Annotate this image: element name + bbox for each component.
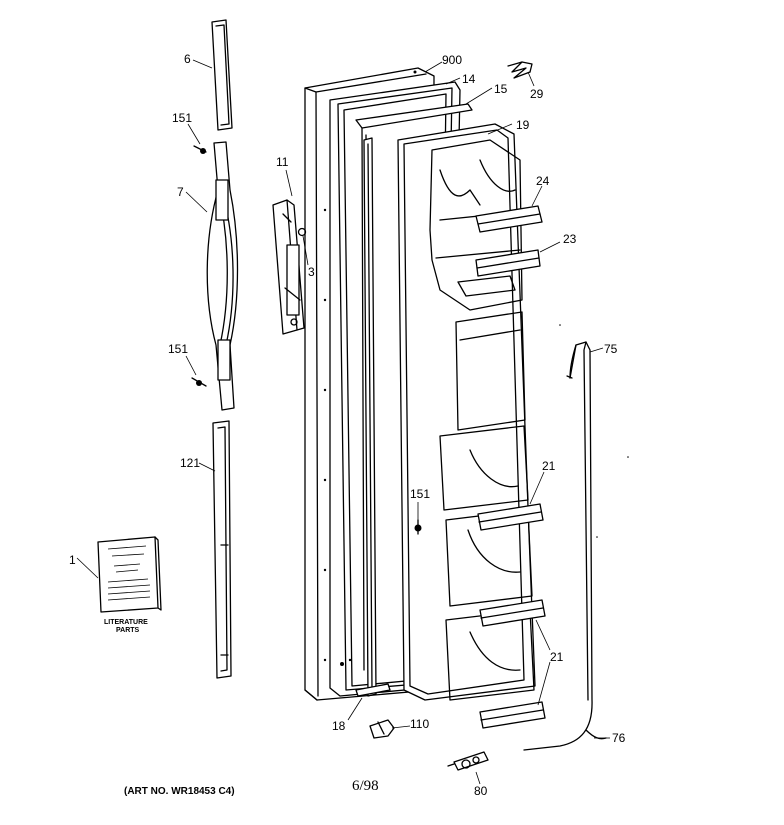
art-number: (ART NO. WR18453 C4)	[124, 786, 235, 797]
revision-date: 6/98	[352, 778, 379, 794]
callout-11: 11	[276, 155, 289, 169]
callout-76: 76	[612, 731, 626, 745]
callout-18: 18	[332, 719, 346, 733]
callout-21-upper: 21	[542, 459, 556, 473]
callout-900: 900	[442, 53, 462, 67]
callout-151-upper: 151	[172, 111, 192, 125]
callout-14: 14	[462, 72, 476, 86]
shelf-bar-21-middle	[479, 599, 546, 627]
part-1-literature-booklet	[97, 536, 162, 613]
part-76-tube-end	[585, 729, 607, 740]
callout-15: 15	[494, 82, 508, 96]
shelf-bar-21-lower	[479, 701, 546, 729]
part-6-top-trim	[211, 19, 233, 131]
part-110-cap	[369, 719, 395, 739]
shelf-bar-21-upper	[477, 503, 544, 531]
shelf-bar-24	[475, 205, 543, 233]
callout-21-lower: 21	[550, 650, 564, 664]
callout-121: 121	[180, 456, 200, 470]
part-7-handle	[206, 141, 239, 411]
callout-75: 75	[604, 342, 618, 356]
callout-151-middle: 151	[168, 342, 188, 356]
callout-6: 6	[184, 52, 191, 66]
literature-label-line1: LITERATURE	[104, 619, 148, 626]
callout-7: 7	[177, 185, 184, 199]
callout-151-lower: 151	[410, 487, 430, 501]
callout-19: 19	[516, 118, 530, 132]
callout-1: 1	[69, 553, 76, 567]
callout-29: 29	[530, 87, 544, 101]
part-75-tube	[523, 341, 593, 751]
literature-label-line2: PARTS	[116, 627, 140, 634]
part-18-bottom-strip	[355, 137, 391, 697]
shelf-bar-23	[475, 249, 541, 277]
callout-3: 3	[308, 265, 315, 279]
part-11-bracket	[272, 199, 307, 335]
part-29-clip	[507, 61, 533, 79]
screw-151-lower	[414, 519, 422, 535]
callout-23: 23	[563, 232, 577, 246]
callout-110: 110	[410, 717, 429, 731]
part-80-fitting	[447, 751, 489, 771]
callout-80: 80	[474, 784, 488, 798]
callout-24: 24	[536, 174, 550, 188]
part-121-lower-trim	[212, 420, 232, 679]
screw-151-middle	[191, 377, 207, 387]
screw-151-upper	[193, 145, 207, 154]
